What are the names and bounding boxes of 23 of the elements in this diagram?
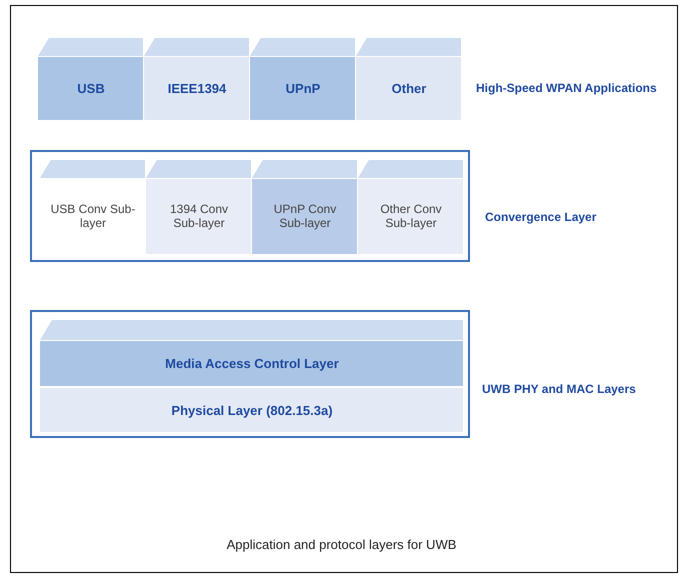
layer-label: 1394 Conv Sub-layer [168, 201, 230, 232]
row-heading: High-Speed WPAN Applications [476, 81, 657, 95]
layer-block [252, 160, 358, 254]
layer-block [250, 38, 356, 120]
layer-label: IEEE1394 [166, 80, 228, 98]
layer-block [356, 38, 462, 120]
layer-heading: Convergence Layer [485, 210, 596, 224]
layer-block [146, 160, 252, 254]
layer-block [358, 160, 464, 254]
layer-label: Other Conv Sub-layer [379, 201, 443, 232]
layer-block [40, 386, 464, 432]
layer-block [38, 38, 144, 120]
layer-label: UPnP Conv Sub-layer [272, 201, 338, 232]
layer-heading: UWB PHY and MAC Layers [482, 382, 636, 396]
layer-block [144, 38, 250, 120]
layer-block [40, 320, 464, 386]
caption: Application and protocol layers for UWB [226, 537, 458, 552]
layer-label: Other [390, 80, 428, 98]
layer-label: Physical Layer (802.15.3a) [170, 402, 334, 420]
layer-label: USB [76, 80, 106, 98]
layer-label: Media Access Control Layer [164, 354, 340, 373]
layer-label: UPnP [284, 80, 322, 98]
layer-label: USB Conv Sub-layer [50, 201, 136, 232]
